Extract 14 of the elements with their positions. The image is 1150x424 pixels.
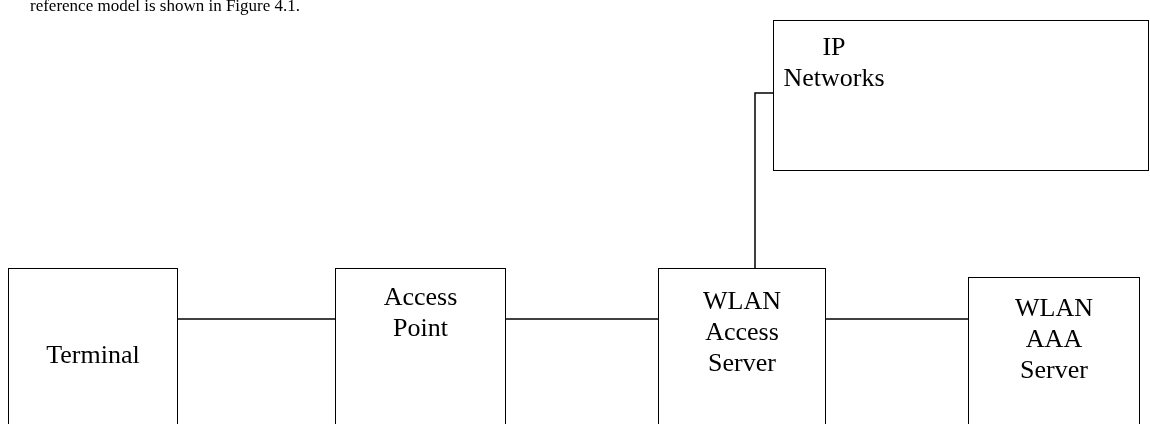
- component-box: [658, 268, 826, 424]
- component-box: [968, 277, 1140, 424]
- component-label: Access Point: [382, 281, 459, 343]
- component-box: [773, 20, 1149, 171]
- connector-line: [825, 318, 969, 320]
- component-box: [8, 268, 178, 424]
- component-label: Terminal: [45, 339, 141, 370]
- connector-line: [505, 318, 659, 320]
- component-box: [335, 268, 506, 424]
- component-label: WLAN Access Server: [702, 285, 782, 378]
- component-label: IP Networks: [782, 31, 886, 93]
- connector-line: [754, 92, 774, 269]
- component-label: WLAN AAA Server: [1014, 292, 1094, 385]
- connector-line: [177, 318, 336, 320]
